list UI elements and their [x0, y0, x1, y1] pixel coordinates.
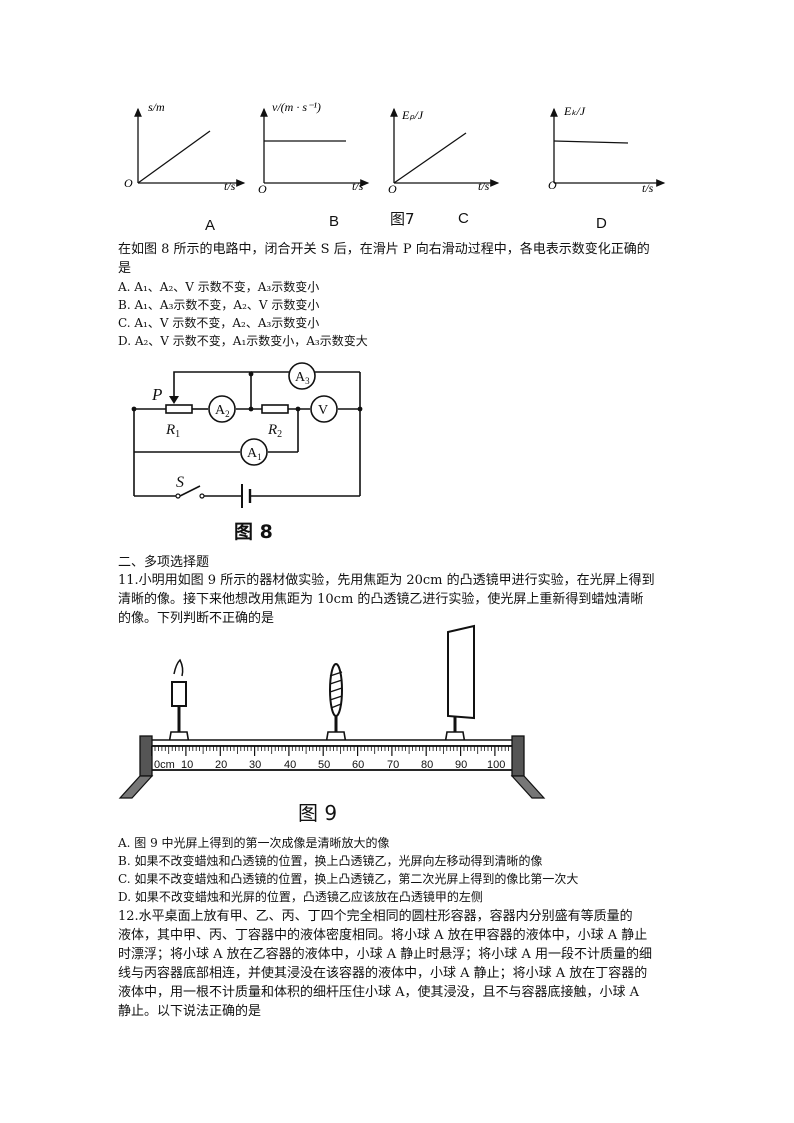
graph-d-yaxis: Eₖ/J	[563, 104, 586, 118]
tick-label-90: 90	[455, 759, 467, 771]
v-label: V	[318, 403, 328, 418]
figure-9-optical-bench: 0cm 10 20 30 40 50 60 70 80 90 100 图 9	[118, 624, 546, 825]
q12-line3: 时漂浮；将小球 A 放在乙容器的液体中，小球 A 静止时悬浮；将小球 A 用一段…	[118, 947, 652, 962]
graph-b-origin: O	[258, 182, 267, 195]
p-label: P	[151, 385, 162, 404]
q12-line5: 液体中，用一根不计质量和体积的细杆压住小球 A，使其浸没，且不与容器底接触，小球…	[118, 985, 640, 1000]
tick-label-50: 50	[318, 759, 330, 771]
graph-b: v/(m · s⁻¹) t/s O	[258, 100, 370, 195]
figure-8-title: 图 8	[234, 521, 273, 543]
q10-stem-line2: 是	[118, 261, 132, 276]
graph-d-letter: D	[596, 215, 607, 232]
graph-a: s/m t/s O	[124, 100, 246, 193]
figure-7: s/m t/s O A v/(m · s⁻¹) t/s O B 图7 Eₚ/J …	[0, 95, 794, 235]
tick-label-0: 0cm	[154, 759, 175, 771]
q12-line2: 液体，其中甲、丙、丁容器中的液体密度相同。将小球 A 放在甲容器的液体中，小球 …	[118, 928, 648, 943]
graph-d: Eₖ/J t/s O	[548, 104, 666, 195]
tick-label-70: 70	[387, 759, 399, 771]
graph-d-xaxis: t/s	[642, 181, 654, 195]
q11-option-d: D. 如果不改变蜡烛和光屏的位置，凸透镜乙应该放在凸透镜甲的左侧	[118, 890, 483, 904]
q12-line6: 静止。以下说法正确的是	[118, 1004, 262, 1019]
figure-9-title: 图 9	[298, 801, 337, 825]
figure-7-title: 图7	[390, 210, 415, 228]
candle-flame	[173, 658, 184, 677]
light-screen	[447, 624, 475, 720]
q10-option-d: D. A₂、V 示数不变，A₁示数变小，A₃示数变大	[118, 334, 368, 348]
graph-c-yaxis: Eₚ/J	[401, 108, 424, 122]
graph-d-line	[553, 140, 629, 144]
graph-a-letter: A	[205, 217, 216, 234]
section-2-heading: 二、多项选择题	[118, 555, 210, 570]
q12-line4: 线与丙容器底部相连，并使其浸没在该容器的液体中，小球 A 静止；将小球 A 放在…	[118, 966, 648, 981]
tick-label-10: 10	[181, 759, 193, 771]
r2-label: R2	[267, 422, 282, 440]
graph-d-origin: O	[548, 178, 557, 192]
tick-label-80: 80	[421, 759, 433, 771]
bench-ruler	[145, 745, 519, 771]
q10-option-b: B. A₁、A₃示数不变，A₂、V 示数变小	[118, 298, 320, 312]
graph-c: Eₚ/J t/s O	[388, 107, 500, 195]
graph-c-origin: O	[388, 182, 397, 195]
graph-a-xaxis: t/s	[224, 179, 236, 193]
graph-b-letter: B	[329, 213, 340, 230]
q12-line1: 12.水平桌面上放有甲、乙、丙、丁四个完全相同的圆柱形容器，容器内分别盛有等质量…	[118, 909, 633, 924]
tick-label-60: 60	[352, 759, 364, 771]
tick-label-30: 30	[249, 759, 261, 771]
candle	[171, 681, 187, 707]
graph-b-xaxis: t/s	[352, 179, 364, 193]
q11-line3: 的像。下列判断不正确的是	[118, 611, 275, 626]
q10-stem-line1: 在如图 8 所示的电路中，闭合开关 S 后，在滑片 P 向右滑动过程中，各电表示…	[118, 242, 650, 257]
q11-line2: 清晰的像。接下来他想改用焦距为 10cm 的凸透镜乙进行实验，使光屏上重新得到蜡…	[118, 592, 644, 607]
ruler-major-ticks	[150, 746, 496, 756]
q10-option-a: A. A₁、A₂、V 示数不变，A₃示数变小	[118, 280, 320, 294]
tick-label-100: 100	[487, 759, 505, 771]
a1-label: A1	[247, 446, 262, 462]
graph-a-yaxis: s/m	[148, 100, 165, 114]
figure-8-circuit: A2 V A1 A3 P R1 R2 S 图 8	[131, 362, 363, 543]
q10-option-c: C. A₁、V 示数不变，A₂、A₃示数变小	[118, 316, 320, 330]
graph-b-yaxis: v/(m · s⁻¹)	[272, 100, 321, 114]
q11-option-b: B. 如果不改变蜡烛和凸透镜的位置，换上凸透镜乙，光屏向左移动得到清晰的像	[118, 854, 543, 868]
graph-c-xaxis: t/s	[478, 179, 490, 193]
q11-option-c: C. 如果不改变蜡烛和凸透镜的位置，换上凸透镜乙，第二次光屏上得到的像比第一次大	[118, 872, 579, 886]
ammeter-a3	[288, 362, 316, 390]
a2-label: A2	[215, 403, 230, 419]
a3-label: A3	[295, 370, 310, 386]
q11-option-a: A. 图 9 中光屏上得到的第一次成像是清晰放大的像	[118, 836, 390, 850]
tick-label-40: 40	[284, 759, 296, 771]
r1-label: R1	[165, 422, 180, 440]
ammeter-a2	[208, 395, 236, 423]
ammeter-a1	[240, 438, 268, 466]
q11-line1: 11.小明用如图 9 所示的器材做实验，先用焦距为 20cm 的凸透镜甲进行实验…	[118, 573, 655, 588]
s-label: S	[176, 474, 184, 491]
voltmeter-v	[310, 395, 338, 423]
ruler-minor-ticks	[154, 746, 510, 754]
graph-c-line	[393, 132, 467, 184]
tick-label-20: 20	[215, 759, 227, 771]
graph-c-letter: C	[458, 210, 469, 227]
graph-a-line	[137, 130, 211, 184]
graph-a-origin: O	[124, 176, 133, 190]
